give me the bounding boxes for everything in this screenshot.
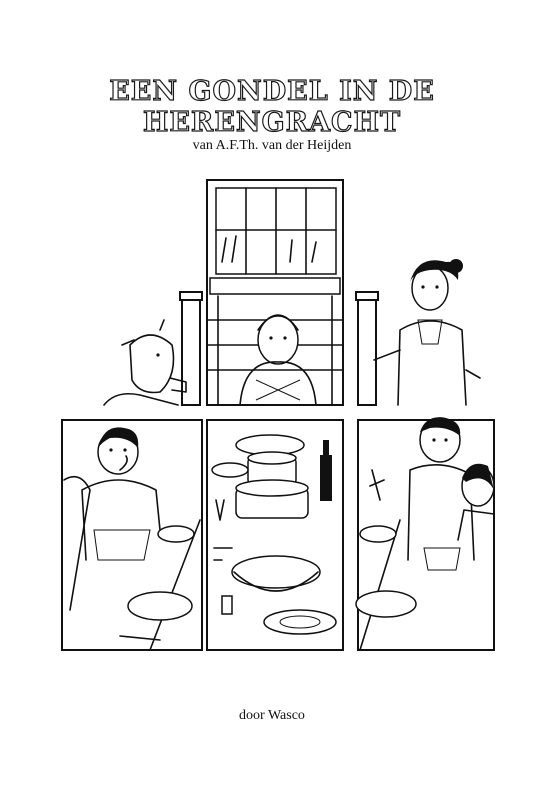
illustrator-credit: door Wasco: [239, 708, 305, 723]
left-shelf-strip: [103, 291, 203, 406]
left-lower-panel: [61, 419, 203, 651]
center-lower-panel: [206, 419, 344, 651]
author-line: van A.F.Th. van der Heijden: [192, 138, 352, 153]
right-shelf-strip: [355, 259, 481, 406]
right-lower-panel: [355, 417, 495, 651]
window-panel: [206, 179, 344, 406]
book-title: EEN GONDEL IN DE HERENGRACHT: [109, 75, 435, 138]
